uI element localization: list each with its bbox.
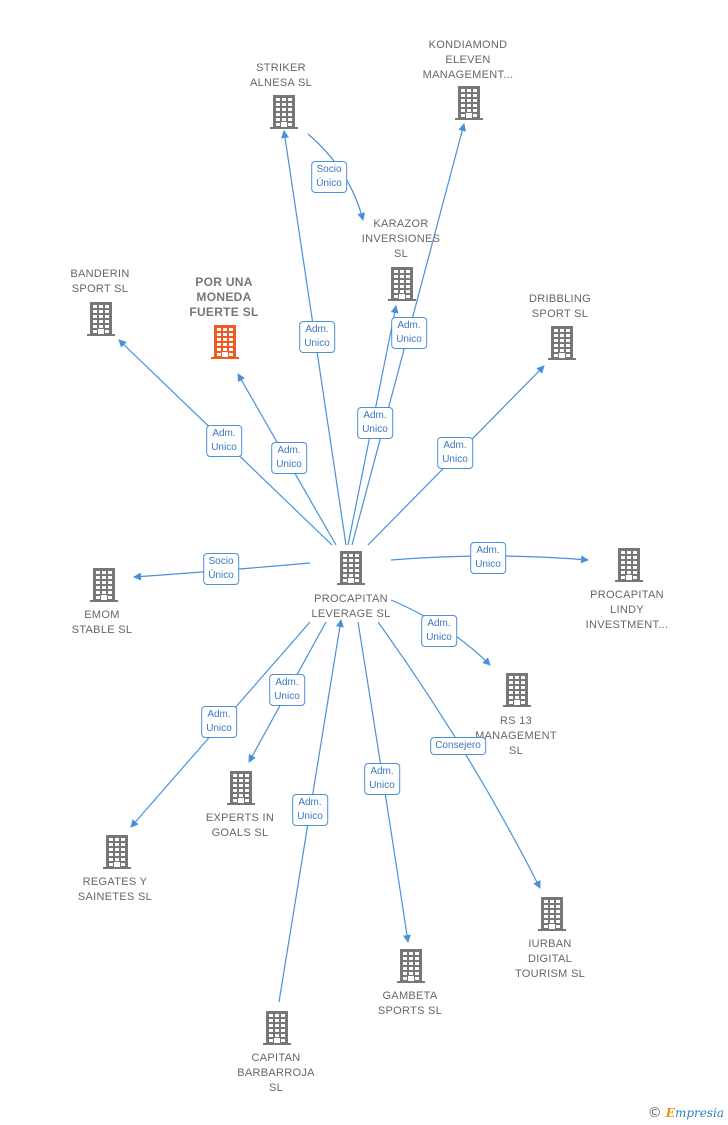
node-label-karazor[interactable]: KARAZOR INVERSIONES SL	[361, 218, 441, 260]
brand-name: mpresia	[674, 1106, 724, 1120]
node-label-dribbling[interactable]: DRIBBLING SPORT SL	[529, 293, 591, 320]
copyright-symbol: ©	[647, 1105, 662, 1121]
building-icon[interactable]	[225, 770, 257, 811]
edge-label-procapitan-banderin[interactable]: Adm. Unico	[206, 425, 242, 457]
edge-label-striker-karazor[interactable]: Socio Único	[311, 161, 347, 193]
node-label-kondiamond[interactable]: KONDIAMOND ELEVEN MANAGEMENT...	[422, 39, 514, 81]
edge-label-procapitan-dribbling[interactable]: Adm. Unico	[437, 437, 473, 469]
node-label-moneda[interactable]: POR UNA MONEDA FUERTE SL	[189, 275, 259, 319]
edge-label-procapitan-gambeta[interactable]: Adm. Unico	[364, 763, 400, 795]
node-label-regates[interactable]: REGATES Y SAINETES SL	[77, 876, 153, 903]
building-icon[interactable]	[546, 325, 578, 366]
edge-label-procapitan-iurban[interactable]: Consejero	[430, 737, 486, 755]
building-icon[interactable]	[613, 547, 645, 588]
edge-label-procapitan-kondiamond[interactable]: Adm. Unico	[391, 317, 427, 349]
node-label-emom[interactable]: EMOM STABLE SL	[71, 609, 133, 636]
node-label-procapitan[interactable]: PROCAPITAN LEVERAGE SL	[311, 593, 391, 620]
edge-label-procapitan-striker[interactable]: Adm. Unico	[299, 321, 335, 353]
node-label-gambeta[interactable]: GAMBETA SPORTS SL	[377, 990, 443, 1017]
edge-label-procapitan-regates[interactable]: Adm. Unico	[201, 706, 237, 738]
building-icon[interactable]	[501, 672, 533, 713]
edge-label-procapitan-rs13[interactable]: Adm. Unico	[421, 615, 457, 647]
node-label-striker[interactable]: STRIKER ALNESA SL	[249, 62, 312, 89]
node-label-iurban[interactable]: IURBAN DIGITAL TOURISM SL	[514, 938, 586, 980]
building-icon[interactable]	[101, 834, 133, 875]
node-label-lindy[interactable]: PROCAPITAN LINDY INVESTMENT...	[585, 589, 669, 631]
edge-label-procapitan-emom[interactable]: Socio Único	[203, 553, 239, 585]
building-icon[interactable]	[268, 94, 300, 135]
node-label-banderin[interactable]: BANDERIN SPORT SL	[70, 268, 130, 295]
edge-label-procapitan-karazor[interactable]: Adm. Unico	[357, 407, 393, 439]
empresia-logo: ©Empresia	[648, 1105, 724, 1121]
building-icon[interactable]	[386, 266, 418, 307]
edge-label-procapitan-lindy[interactable]: Adm. Unico	[470, 542, 506, 574]
building-icon[interactable]	[261, 1010, 293, 1051]
building-icon[interactable]	[209, 324, 241, 365]
building-icon[interactable]	[536, 896, 568, 937]
edge-label-capitan-procapitan[interactable]: Adm. Unico	[292, 794, 328, 826]
building-icon[interactable]	[453, 85, 485, 126]
building-icon[interactable]	[395, 948, 427, 989]
node-label-experts[interactable]: EXPERTS IN GOALS SL	[205, 812, 275, 839]
edge-label-procapitan-experts[interactable]: Adm. Unico	[269, 674, 305, 706]
node-label-capitan[interactable]: CAPITAN BARBARROJA SL	[237, 1052, 315, 1094]
node-label-rs13[interactable]: RS 13 MANAGEMENT SL	[475, 715, 557, 757]
building-icon[interactable]	[88, 567, 120, 608]
building-icon[interactable]	[335, 550, 367, 591]
edge-label-procapitan-moneda[interactable]: Adm. Unico	[271, 442, 307, 474]
brand-initial: E	[665, 1106, 675, 1120]
building-icon[interactable]	[85, 301, 117, 342]
